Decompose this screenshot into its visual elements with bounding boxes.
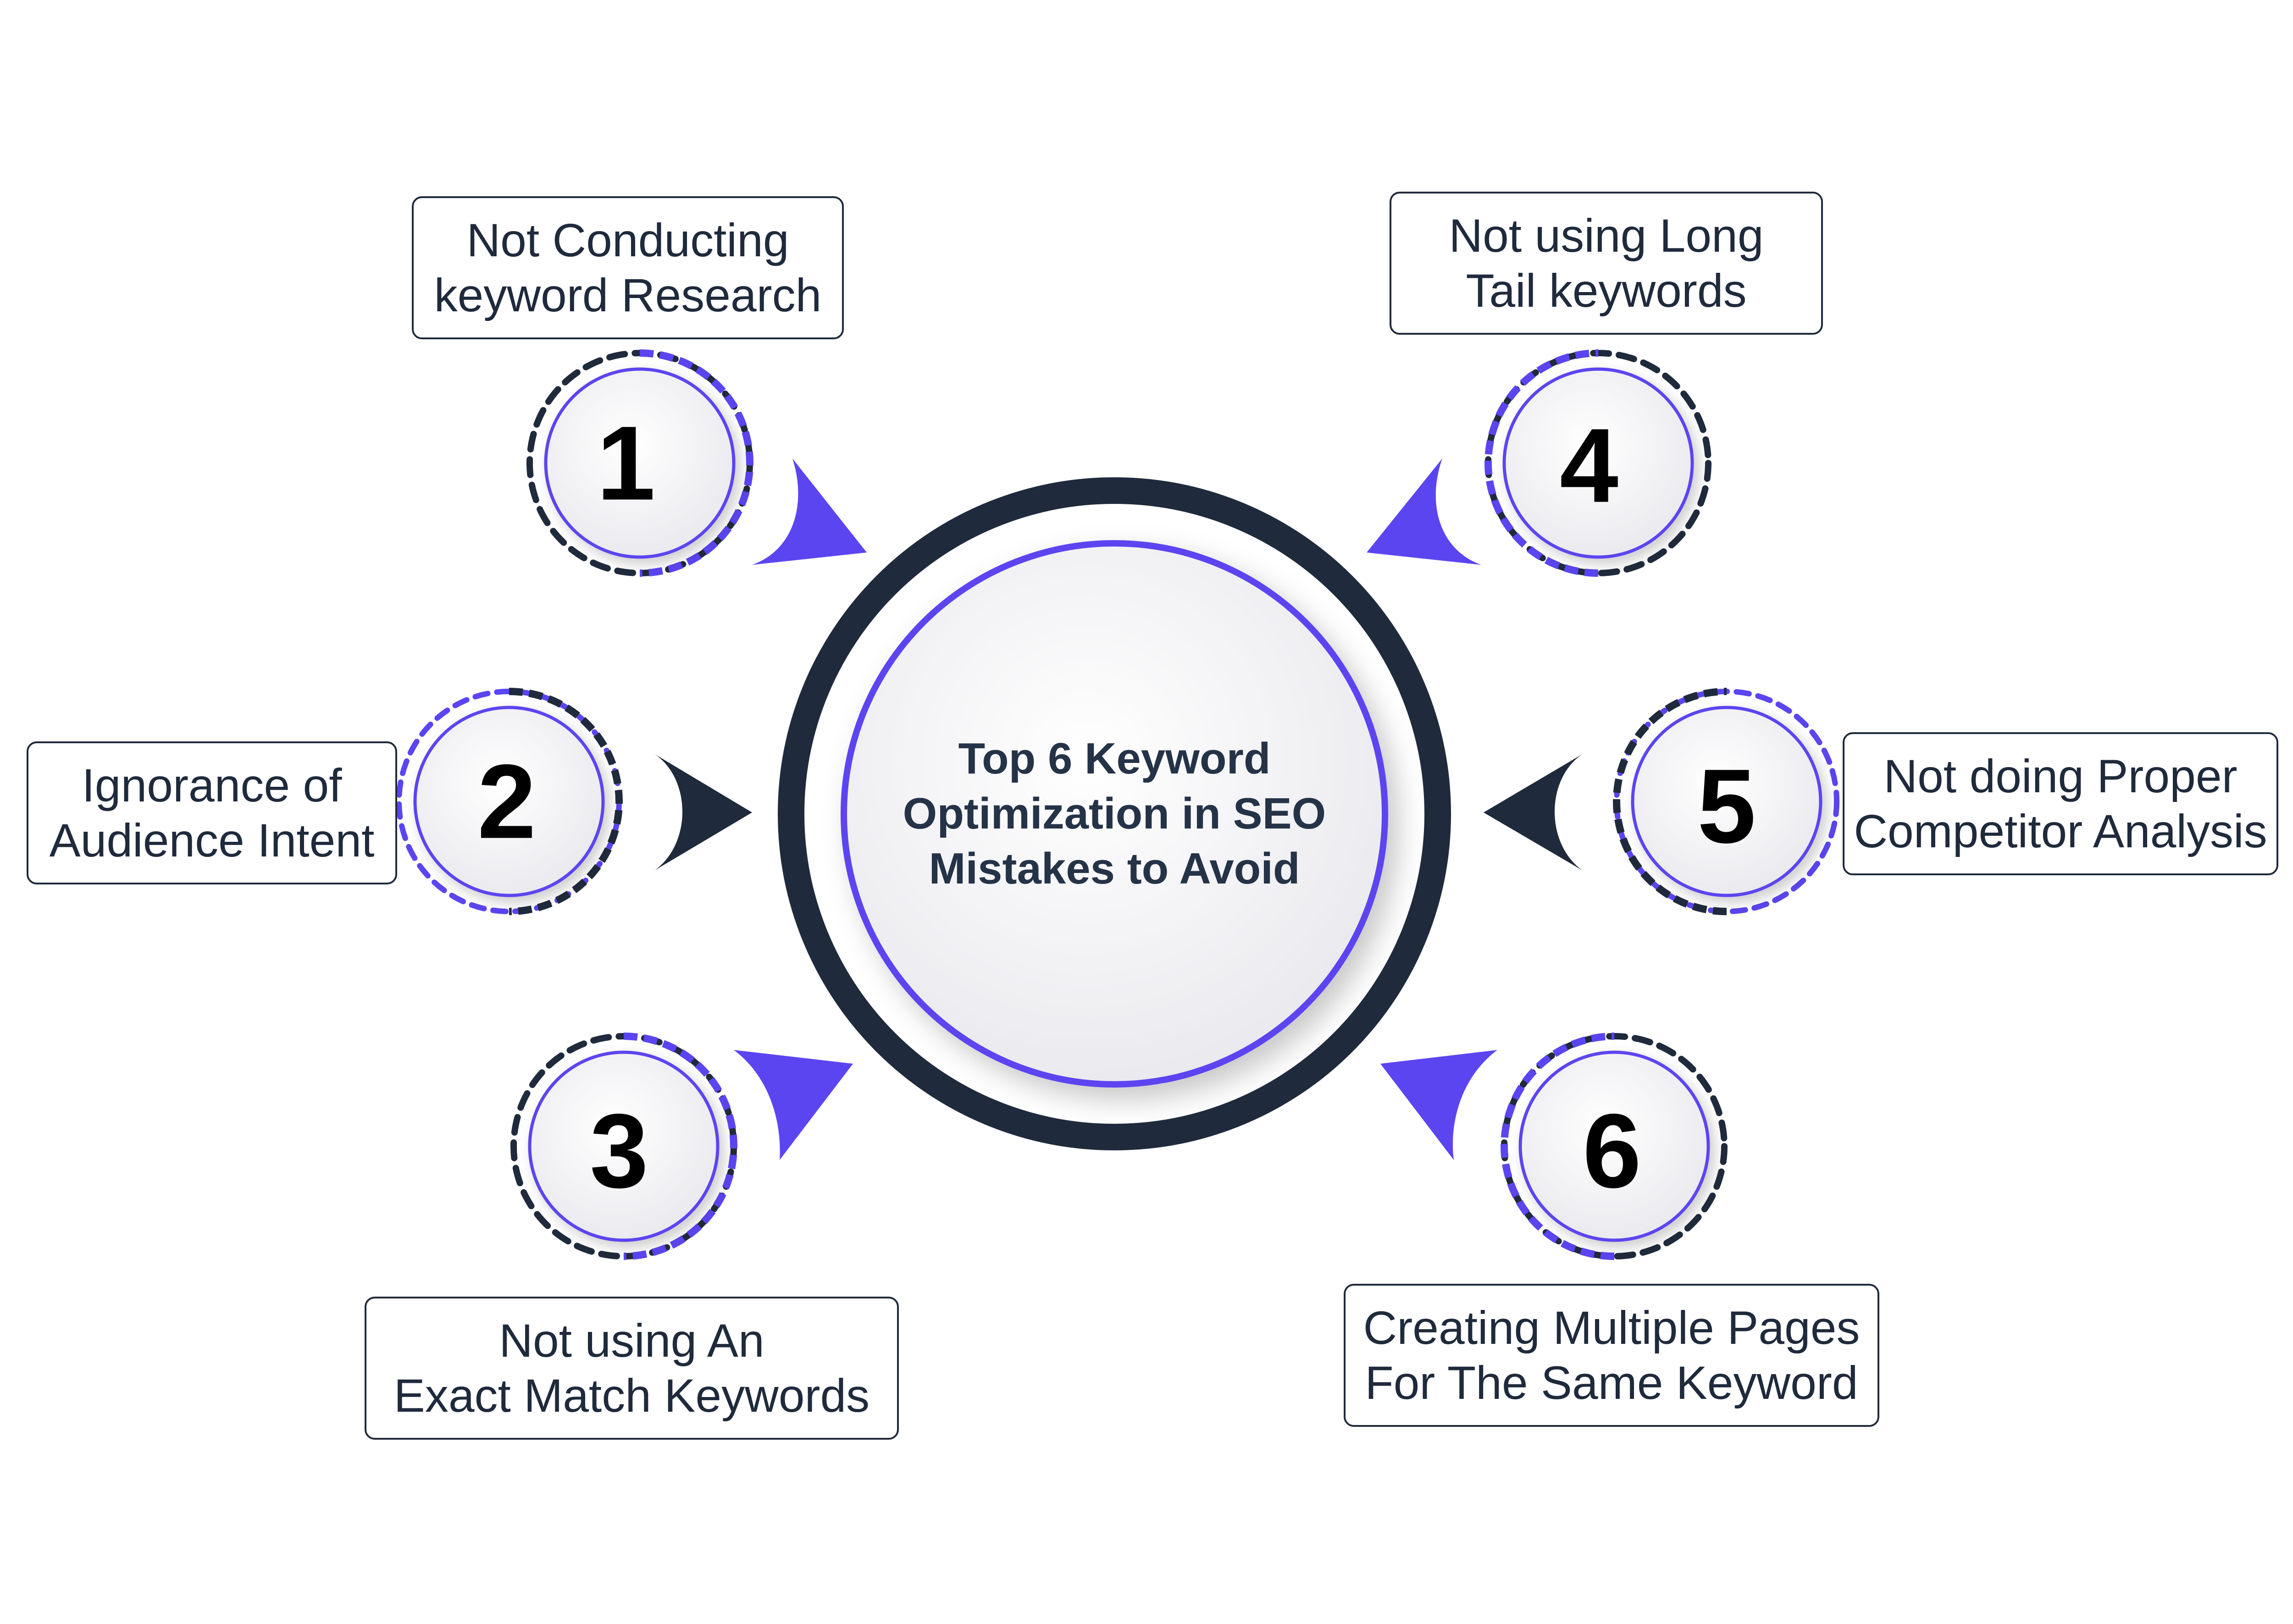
label-1-line-2: keyword Research <box>434 269 822 321</box>
node-2: 2 <box>396 688 623 915</box>
node-6: 6 <box>1501 1033 1728 1260</box>
arrow-5-icon <box>1484 754 1582 870</box>
label-3-line-2: Exact Match Keywords <box>393 1370 870 1422</box>
label-box-5: Not doing Proper Competitor Analysis <box>1843 732 2278 875</box>
label-3-line-1: Not using An <box>499 1315 764 1367</box>
node-5-number: 5 <box>1697 747 1756 865</box>
label-6-line-1: Creating Multiple Pages <box>1363 1302 1860 1354</box>
arrow-2-icon <box>655 754 752 870</box>
label-box-4: Not using Long Tail keywords <box>1390 192 1823 335</box>
label-box-6: Creating Multiple Pages For The Same Key… <box>1344 1284 1879 1427</box>
title-line-3: Mistakes to Avoid <box>929 844 1300 893</box>
node-4-number: 4 <box>1560 407 1618 525</box>
label-box-3: Not using An Exact Match Keywords <box>365 1297 899 1440</box>
title-line-2: Optimization in SEO <box>903 789 1326 838</box>
center-title: Top 6 Keyword Optimization in SEO Mistak… <box>839 722 1390 906</box>
arrow-6-icon <box>1380 1050 1497 1160</box>
arrow-4-icon <box>1367 458 1481 565</box>
node-4-accent-arc <box>1484 349 1599 577</box>
node-4: 4 <box>1484 349 1711 577</box>
node-2-number: 2 <box>477 743 536 861</box>
label-box-1: Not Conducting keyword Research <box>412 196 844 339</box>
node-6-number: 6 <box>1583 1092 1641 1210</box>
node-4-disc <box>1502 367 1694 559</box>
arrow-1-icon <box>752 458 867 565</box>
node-6-disc <box>1518 1050 1710 1242</box>
label-2-line-1: Ignorance of <box>82 759 342 812</box>
label-box-2: Ignorance of Audience Intent <box>27 741 397 884</box>
hub-inner-disc <box>841 540 1388 1088</box>
label-5-line-2: Competitor Analysis <box>1854 805 2267 857</box>
node-1-disc <box>544 367 736 559</box>
label-5-line-1: Not doing Proper <box>1883 750 2238 802</box>
label-1-line-1: Not Conducting <box>466 214 789 266</box>
node-3-disc <box>528 1050 720 1242</box>
node-3-number: 3 <box>590 1092 648 1210</box>
node-6-accent-arc <box>1501 1033 1615 1260</box>
label-2-line-2: Audience Intent <box>49 814 375 867</box>
node-1-accent-arc <box>639 349 753 577</box>
node-5-accent-arc <box>1613 688 1727 915</box>
central-hub <box>778 477 1451 1150</box>
pointer-arrows <box>655 458 1582 1160</box>
hub-outer-ring <box>778 477 1451 1150</box>
node-3-accent-arc <box>623 1033 737 1260</box>
arrow-3-icon <box>734 1050 853 1160</box>
node-1-number: 1 <box>597 404 655 522</box>
node-1: 1 <box>526 349 753 577</box>
node-2-accent-arc <box>509 688 623 915</box>
node-2-disc <box>413 706 605 897</box>
node-5-disc <box>1631 706 1822 897</box>
label-6-line-2: For The Same Keyword <box>1365 1357 1858 1409</box>
title-line-1: Top 6 Keyword <box>958 734 1271 783</box>
label-4-line-1: Not using Long <box>1449 210 1764 262</box>
label-4-line-2: Tail keywords <box>1466 265 1747 317</box>
node-3: 3 <box>510 1033 737 1260</box>
node-5: 5 <box>1613 688 1839 915</box>
